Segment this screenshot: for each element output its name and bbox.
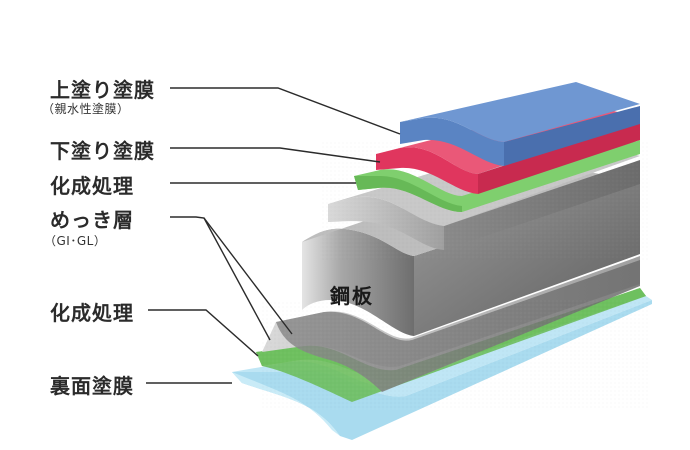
label-conversion-upper: 化成処理 xyxy=(50,174,134,198)
label-plating: めっき層 xyxy=(50,208,134,232)
leader-top-coat xyxy=(170,87,401,135)
leader-primer xyxy=(170,147,381,163)
conversion-upper-layer xyxy=(354,140,640,212)
primer-front xyxy=(376,147,478,194)
label-top-coat-note: （親水性塗膜） xyxy=(42,102,130,116)
label-steel: 鋼板 xyxy=(330,284,374,308)
primer-side xyxy=(478,122,640,194)
leader-plating-2 xyxy=(203,217,271,341)
label-plating-note: （GI･GL） xyxy=(44,234,107,248)
top-coat-side xyxy=(504,106,640,166)
top-coat-top xyxy=(400,82,640,142)
back-coat-edge xyxy=(232,372,340,436)
label-top-coat: 上塗り塗膜 xyxy=(50,78,155,102)
leader-conversion-lower xyxy=(148,309,259,357)
conversion-upper-front xyxy=(354,176,462,212)
label-back-coat: 裏面塗膜 xyxy=(50,374,134,398)
leader-plating xyxy=(170,216,293,335)
top-coat-front xyxy=(400,117,504,166)
label-primer: 下塗り塗膜 xyxy=(50,139,155,163)
label-conversion-lower: 化成処理 xyxy=(50,301,134,325)
top-coat-layer xyxy=(400,82,640,166)
leader-lines xyxy=(146,87,401,384)
